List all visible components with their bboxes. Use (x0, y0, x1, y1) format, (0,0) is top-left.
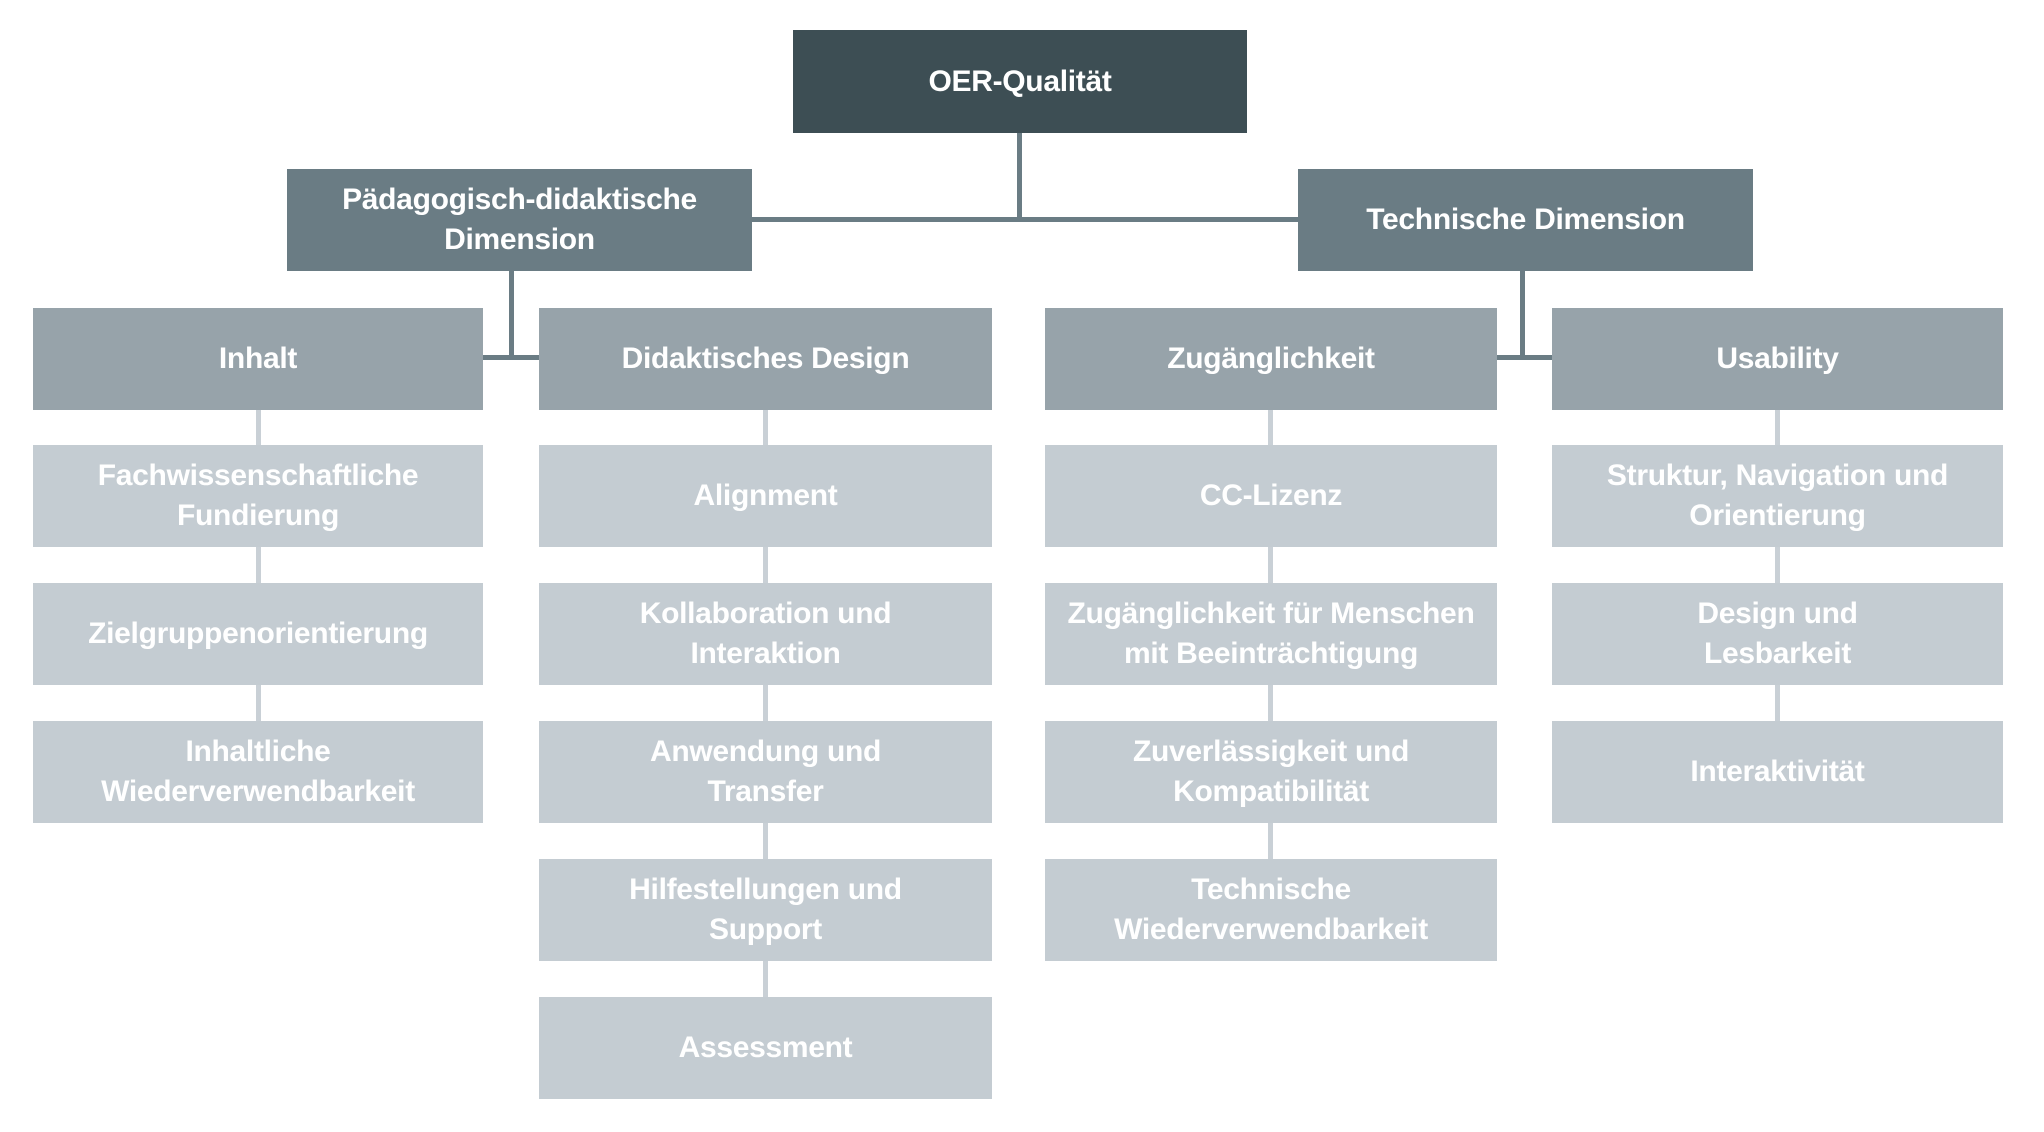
node-fachwissenschaftliche-fundierung: Fachwissenschaftliche Fundierung (33, 445, 483, 547)
connector-technisch-horizontal (1497, 355, 1552, 360)
node-design-und-lesbarkeit: Design und Lesbarkeit (1552, 583, 2003, 685)
node-technische-dimension: Technische Dimension (1298, 169, 1753, 271)
node-didaktisches-design: Didaktisches Design (539, 308, 992, 410)
node-assessment: Assessment (539, 997, 992, 1099)
node-inhalt: Inhalt (33, 308, 483, 410)
connector-root-horizontal (752, 217, 1298, 222)
connector-column-inhalt (256, 410, 261, 731)
node-inhaltliche-wiederverwendbarkeit: Inhaltliche Wiederverwendbarkeit (33, 721, 483, 823)
node-interaktivitaet: Interaktivität (1552, 721, 2003, 823)
node-oer-qualitaet: OER-Qualität (793, 30, 1247, 133)
connector-technisch-vertical (1520, 271, 1525, 360)
connector-paedagogisch-vertical (509, 271, 514, 360)
node-zugaenglichkeit-fuer-menschen: Zugänglichkeit für Menschen mit Beeinträ… (1045, 583, 1497, 685)
node-struktur-navigation-orientierung: Struktur, Navigation und Orientierung (1552, 445, 2003, 547)
node-anwendung-und-transfer: Anwendung und Transfer (539, 721, 992, 823)
connector-column-usability (1775, 410, 1780, 731)
node-technische-wiederverwendbarkeit: Technische Wiederverwendbarkeit (1045, 859, 1497, 961)
connector-root-vertical (1017, 133, 1022, 222)
node-zuverlaessigkeit-und-kompatibilitaet: Zuverlässigkeit und Kompatibilität (1045, 721, 1497, 823)
node-zielgruppenorientierung: Zielgruppenorientierung (33, 583, 483, 685)
node-cc-lizenz: CC-Lizenz (1045, 445, 1497, 547)
node-kollaboration-und-interaktion: Kollaboration und Interaktion (539, 583, 992, 685)
connector-column-didaktisches-design (763, 410, 768, 1007)
node-paedagogisch-didaktische-dimension: Pädagogisch-didaktische Dimension (287, 169, 752, 271)
connector-paedagogisch-horizontal (483, 355, 540, 360)
node-zugaenglichkeit: Zugänglichkeit (1045, 308, 1497, 410)
node-alignment: Alignment (539, 445, 992, 547)
node-hilfestellungen-und-support: Hilfestellungen und Support (539, 859, 992, 961)
node-usability: Usability (1552, 308, 2003, 410)
